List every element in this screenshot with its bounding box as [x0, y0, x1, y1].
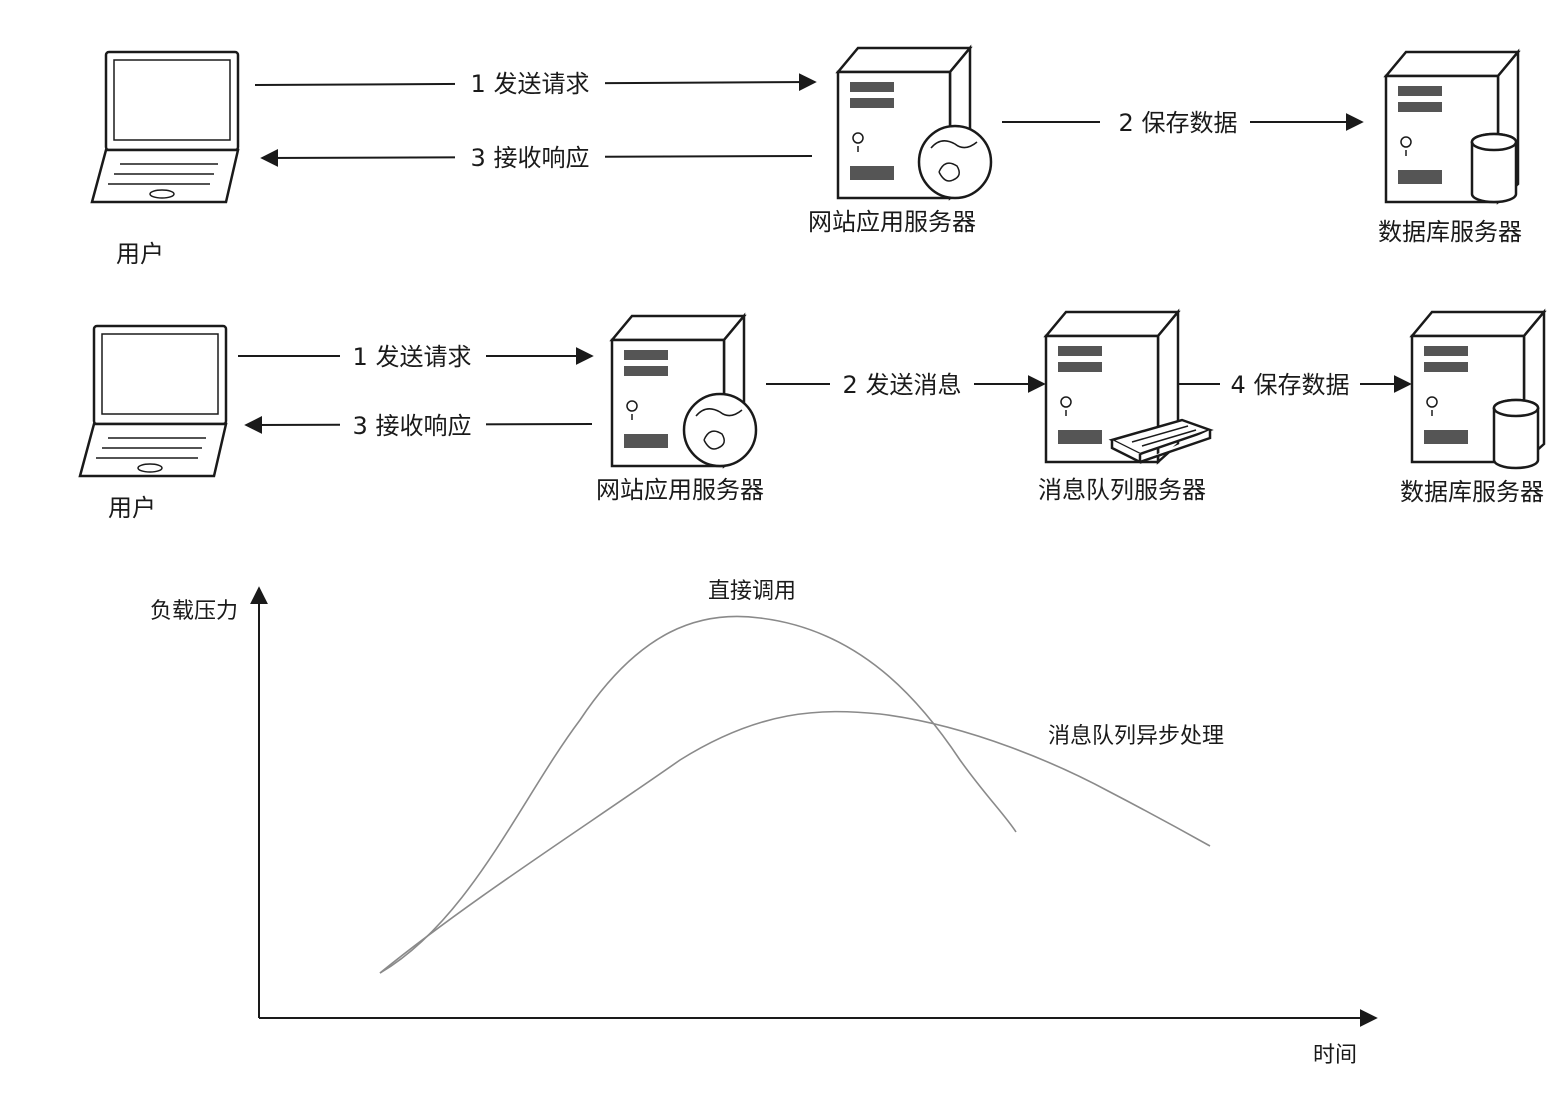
edge-request-label: 1 发送请求 — [353, 343, 472, 371]
curve-mq-async-label: 消息队列异步处理 — [1048, 724, 1224, 749]
user-label: 用户 — [108, 494, 156, 522]
laptop-icon — [84, 50, 240, 204]
db-server-label: 数据库服务器 — [1378, 218, 1522, 246]
curve-direct-call — [379, 615, 1017, 974]
diagram-mid: 用户 网站应用服务器 消息队列服务器 数据库服务器 1 发送请求 3 接收响应 — [72, 310, 1546, 522]
load-chart: 负载压力 时间 直接调用 消息队列异步处理 — [150, 579, 1378, 1068]
db-server-label: 数据库服务器 — [1400, 478, 1544, 506]
edge-send-message-label: 2 发送消息 — [843, 371, 962, 399]
globe-icon — [917, 124, 993, 200]
y-axis-label: 负载压力 — [150, 599, 238, 624]
mq-server-label: 消息队列服务器 — [1038, 476, 1206, 504]
database-icon — [1492, 398, 1540, 470]
curve-direct-call-label: 直接调用 — [708, 579, 796, 604]
edge-save-label: 4 保存数据 — [1231, 371, 1350, 399]
web-server-label: 网站应用服务器 — [808, 208, 976, 236]
edge-save-label: 2 保存数据 — [1119, 109, 1238, 137]
edge-response-label: 3 接收响应 — [353, 412, 472, 440]
x-axis-label: 时间 — [1313, 1043, 1357, 1068]
database-icon — [1470, 132, 1518, 204]
web-server-label: 网站应用服务器 — [596, 476, 764, 504]
edge-response-label: 3 接收响应 — [471, 144, 590, 172]
globe-icon — [682, 392, 758, 468]
curve-mq-async — [379, 710, 1211, 974]
user-label: 用户 — [116, 240, 164, 268]
edge-request-label: 1 发送请求 — [471, 70, 590, 98]
diagram-top: 用户 网站应用服务器 数据库服务器 1 发送请求 3 接收响应 2 保存数据 — [84, 46, 1522, 268]
laptop-icon — [72, 324, 228, 478]
